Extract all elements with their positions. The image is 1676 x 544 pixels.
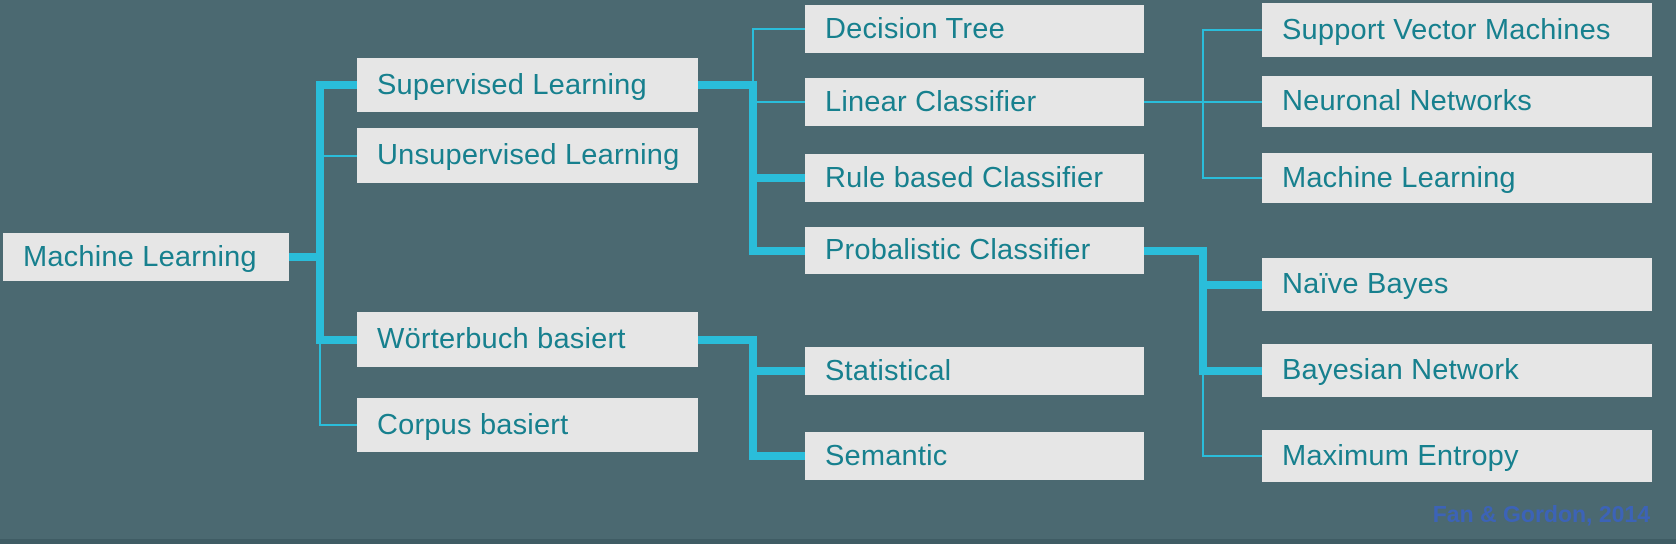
node-bayesian: Bayesian Network (1262, 344, 1652, 397)
connector-segment (316, 81, 357, 89)
connector-segment (316, 253, 324, 344)
connector-segment (1202, 29, 1204, 103)
connector-segment (1199, 280, 1262, 289)
connector-segment (319, 424, 357, 426)
connector-segment (1202, 455, 1262, 457)
connector-segment (749, 246, 805, 255)
node-statistical: Statistical (805, 347, 1144, 395)
node-semantic: Semantic (805, 432, 1144, 480)
connector-segment (749, 452, 805, 460)
connector-segment (289, 253, 324, 261)
connector-segment (1199, 366, 1262, 375)
connector-segment (319, 154, 357, 157)
node-svm: Support Vector Machines (1262, 3, 1652, 57)
connector-segment (316, 335, 357, 344)
connector-segment (698, 335, 757, 344)
connector-segment (698, 81, 757, 89)
connector-segment (749, 335, 757, 460)
node-probalistic: Probalistic Classifier (805, 227, 1144, 274)
node-woerterbuch: Wörterbuch basiert (357, 312, 698, 367)
connector-segment (1202, 29, 1262, 31)
connector-segment (749, 367, 805, 375)
node-naive: Naïve Bayes (1262, 258, 1652, 311)
node-supervised: Supervised Learning (357, 58, 698, 112)
node-unsupervised: Unsupervised Learning (357, 128, 698, 183)
connector-segment (749, 174, 805, 182)
node-linear: Linear Classifier (805, 78, 1144, 126)
connector-segment (749, 81, 757, 255)
node-corpus: Corpus basiert (357, 398, 698, 452)
connector-segment (752, 28, 805, 30)
node-maxent: Maximum Entropy (1262, 430, 1652, 482)
node-decision: Decision Tree (805, 5, 1144, 53)
connector-segment (1202, 101, 1204, 179)
citation-label: Fan & Gordon, 2014 (1432, 501, 1650, 527)
connector-segment (1199, 246, 1207, 375)
node-ml2: Machine Learning (1262, 153, 1652, 203)
connector-segment (1144, 101, 1204, 103)
connector-segment (316, 81, 324, 261)
connector-segment (1202, 100, 1262, 103)
connector-segment (752, 28, 754, 86)
node-rule: Rule based Classifier (805, 154, 1144, 202)
connector-segment (752, 101, 805, 103)
bottom-edge-strip (0, 539, 1676, 544)
node-root: Machine Learning (3, 233, 289, 281)
node-neuronal: Neuronal Networks (1262, 76, 1652, 127)
connector-segment (1144, 246, 1207, 255)
connector-segment (1202, 177, 1262, 179)
